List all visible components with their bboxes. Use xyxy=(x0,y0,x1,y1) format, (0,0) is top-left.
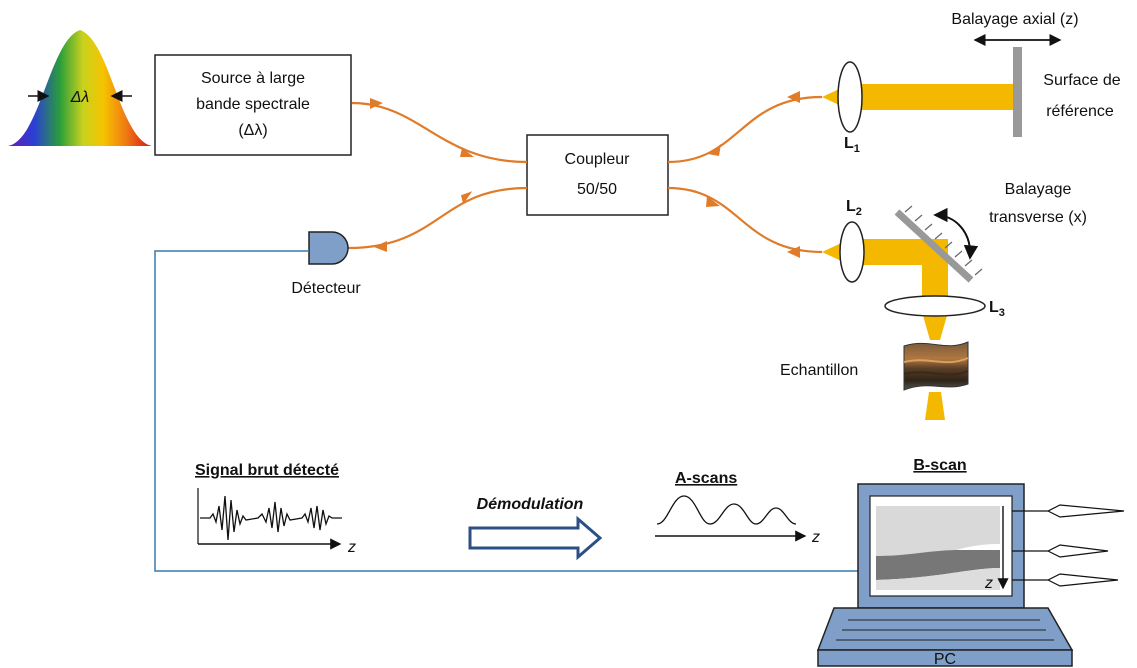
bscan-layer-top xyxy=(876,506,1000,556)
bscan-layer-bottom xyxy=(876,568,1000,590)
fiber-direction-arrows xyxy=(370,91,800,258)
source-label-line3: (Δλ) xyxy=(238,122,267,139)
sample-block xyxy=(903,341,969,391)
detector: Détecteur xyxy=(291,231,361,297)
fiber-sample xyxy=(667,186,823,254)
coupler-box: Coupleur 50/50 xyxy=(526,134,669,216)
source-label-line2: bande spectrale xyxy=(196,96,310,113)
transverse-scan-line2: transverse (x) xyxy=(989,209,1087,226)
lens-l2-label: L2 xyxy=(846,198,862,218)
lens-l2 xyxy=(839,221,865,283)
lens-l1-label: L1 xyxy=(844,135,860,155)
reference-surface-line1: Surface de xyxy=(1043,72,1120,89)
coupler-label-line1: Coupleur xyxy=(565,151,631,168)
source-spectrum: Δλ xyxy=(8,30,152,146)
pc-keyboard xyxy=(816,607,1074,651)
transverse-scan-line1: Balayage xyxy=(1005,181,1072,198)
ascans-title: A-scans xyxy=(675,470,737,487)
ascans-plot: A-scans z xyxy=(655,470,820,546)
ascans-axis-label: z xyxy=(811,529,820,546)
lens-l3 xyxy=(884,295,986,317)
demodulation: Démodulation xyxy=(468,496,603,561)
demodulation-arrow xyxy=(468,515,603,561)
detector-to-pc-cable xyxy=(154,250,860,572)
bscan-layer-mid xyxy=(876,550,1000,580)
bscan-axis-label: z xyxy=(984,575,993,592)
source-label-line1: Source à large xyxy=(201,70,305,87)
fiber-detector xyxy=(347,186,528,250)
demodulation-label: Démodulation xyxy=(477,496,584,513)
reference-mirror xyxy=(1013,47,1022,137)
spectral-width-label: Δλ xyxy=(70,89,90,106)
raw-signal-title: Signal brut détecté xyxy=(195,462,339,479)
sample-arm: Balayage transverse (x) Echantillon L2 L… xyxy=(780,181,1087,420)
detector-label: Détecteur xyxy=(291,280,361,297)
sample-label: Echantillon xyxy=(780,362,858,379)
source-box: Source à large bande spectrale (Δλ) xyxy=(154,54,352,156)
pc: B-scan z PC xyxy=(816,457,1125,668)
raw-signal-trace xyxy=(200,495,342,541)
bscan-title: B-scan xyxy=(913,457,966,474)
fiber-source xyxy=(351,101,528,164)
axial-scan-label: Balayage axial (z) xyxy=(951,11,1078,28)
scanning-mirror xyxy=(894,205,983,283)
lens-l3-label: L3 xyxy=(989,299,1005,319)
ascans-envelope xyxy=(656,495,797,525)
raw-signal-plot: Signal brut détecté z xyxy=(195,462,356,556)
reference-arm: Balayage axial (z) Surface de référence … xyxy=(822,11,1121,155)
fiber-reference xyxy=(667,95,823,164)
bscan-ascan-lines xyxy=(1012,504,1125,587)
pc-label: PC xyxy=(934,651,956,668)
reference-surface-line2: référence xyxy=(1046,103,1114,120)
coupler-label-line2: 50/50 xyxy=(577,181,617,198)
raw-signal-axis-label: z xyxy=(347,539,356,556)
lens-l1 xyxy=(837,61,863,133)
